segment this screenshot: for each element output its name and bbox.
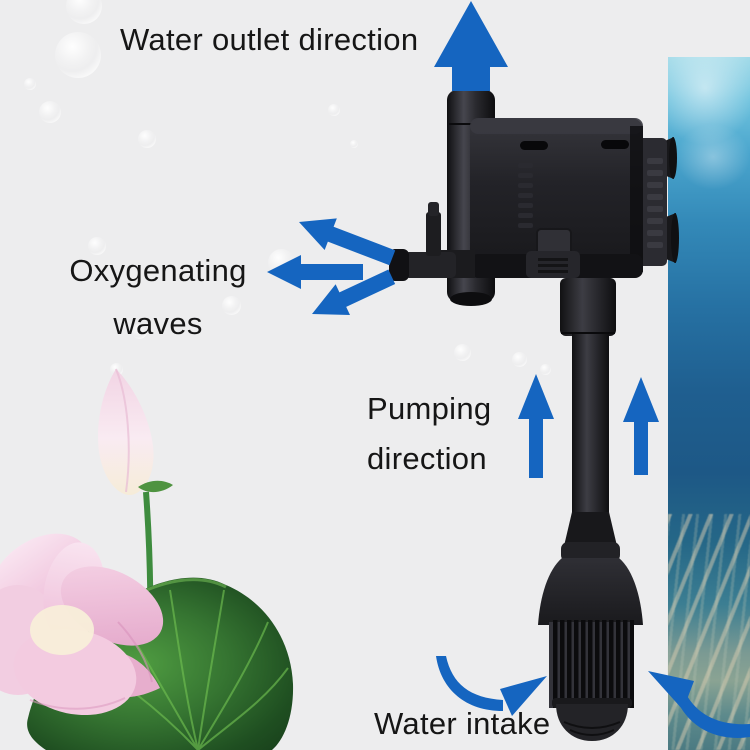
lotus-plant [0,368,294,750]
vent-slot [520,141,548,150]
left-arrow-icon [267,255,363,289]
bubble [350,140,358,148]
bubble [512,352,527,367]
up-arrow-icon [518,374,554,478]
light-rays [668,57,750,369]
bubble [454,344,471,361]
pumping-label-line2: direction [367,441,487,476]
bubble [222,296,241,315]
bubble [55,32,101,78]
down-left-arrow-icon [312,269,396,316]
curved-arrow-left-icon [648,671,750,738]
water-outlet-label: Water outlet direction [120,22,419,57]
bubble [328,104,340,116]
bubble [24,78,36,90]
vent-slot [601,140,629,149]
oxygenating-label: Oxygenating waves [52,244,264,350]
up-arrow-icon [623,377,659,475]
pump-air-nozzle [389,202,475,281]
aquarium-water-strip [668,57,750,750]
bubble [88,237,106,255]
sand-waves [668,514,750,750]
curved-arrow-right-icon [436,656,547,716]
up-left-arrow-icon [299,218,396,266]
oxygenating-label-line1: Oxygenating [69,253,247,288]
pump-intake-strainer [538,558,643,741]
up-arrow-icon [434,1,508,91]
bubble [540,364,551,375]
aquarium-pump [389,90,679,741]
pump-intake-tube [560,278,620,562]
bubble [132,324,147,339]
bubble [39,101,61,123]
lotus-bud [98,368,173,495]
oxygenating-label-line2: waves [113,306,203,341]
pumping-label: Pumping direction [367,384,491,484]
pump-body [470,118,643,278]
bubble [138,130,156,148]
water-intake-label: Water intake [374,706,551,741]
pumping-label-line1: Pumping [367,391,492,426]
lotus-flower [0,533,164,716]
flow-arrows [267,1,750,738]
